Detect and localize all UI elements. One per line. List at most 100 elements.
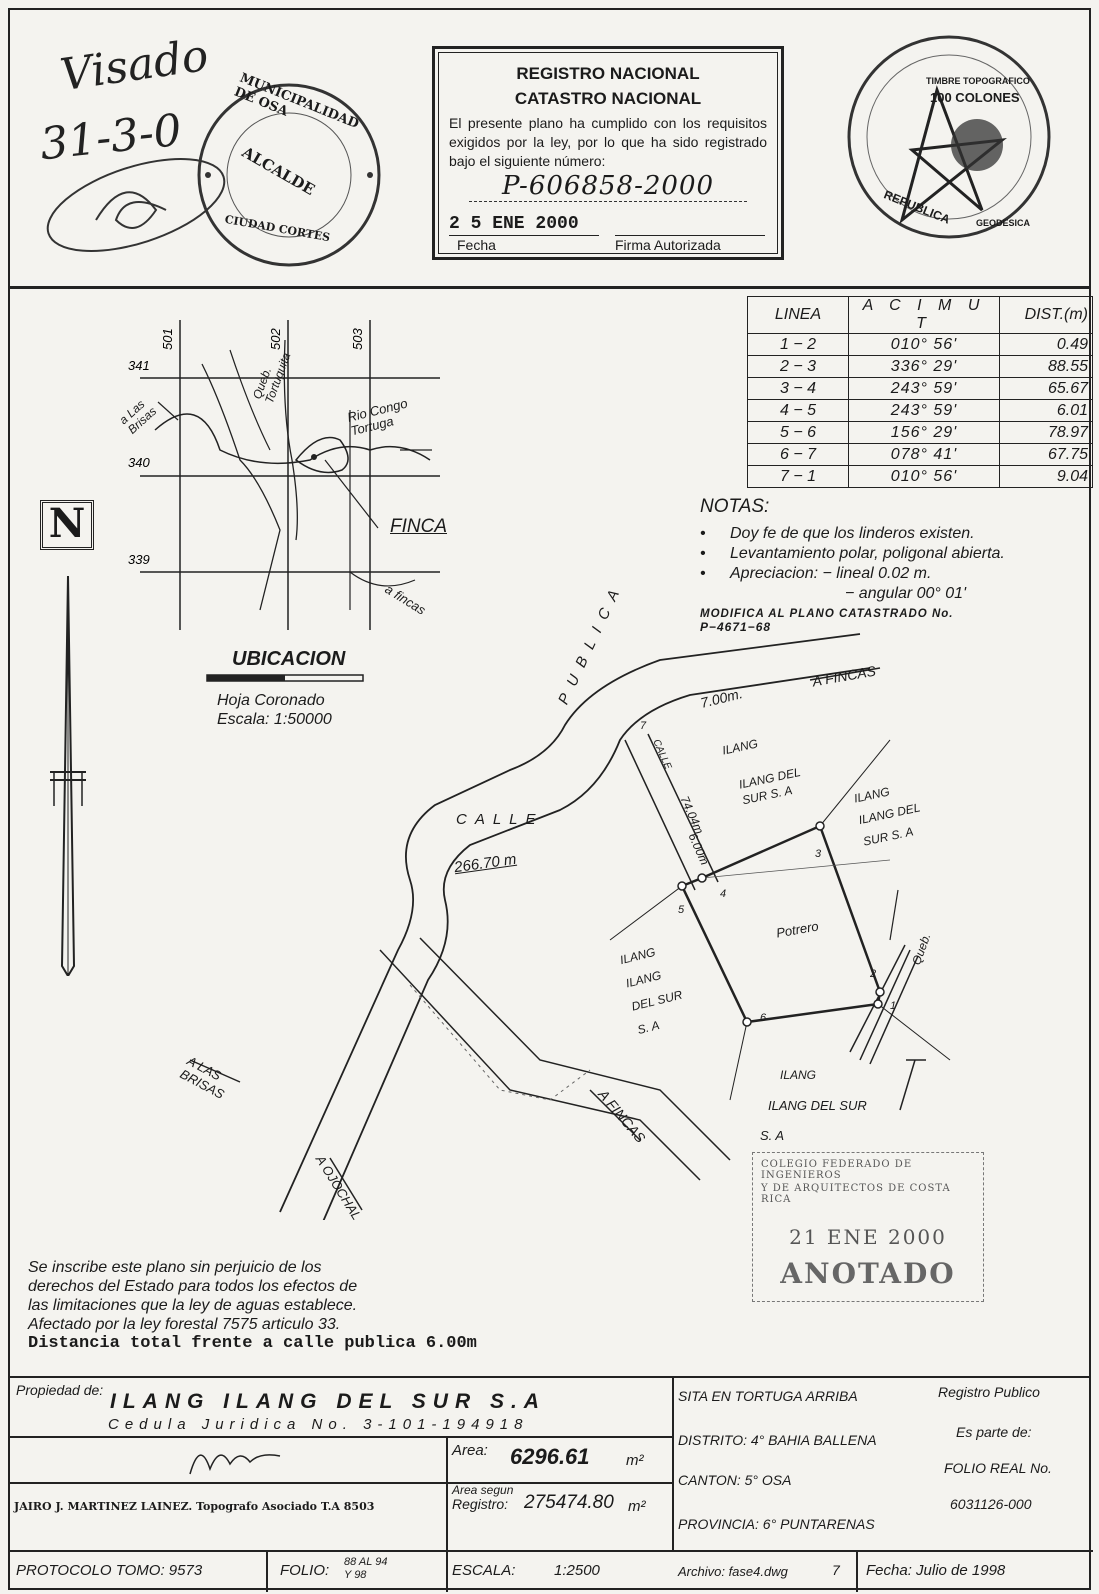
topografo-signature <box>189 1454 281 1475</box>
notes-angular: − angular 00° 01' <box>845 585 967 602</box>
escala-value: 1:2500 <box>554 1562 600 1579</box>
colegio-stamp: COLEGIO FEDERADO DE INGENIEROS Y DE ARQU… <box>752 1152 984 1302</box>
list-item: Apreciacion: − lineal 0.02 m. <box>700 564 1085 584</box>
folio-real-label: FOLIO REAL No. <box>944 1460 1052 1476</box>
ubicacion-title: UBICACION <box>232 648 346 670</box>
notes-modifica: MODIFICA AL PLANO CATASTRADO No. <box>700 608 954 620</box>
vertex-1: 1 <box>890 1000 897 1012</box>
registro-date: 2 5 ENE 2000 <box>449 214 579 234</box>
row-linea: 2 − 3 <box>747 355 849 378</box>
registro-fecha-label: Fecha <box>457 237 496 253</box>
registro-number: P-606858-2000 <box>469 171 747 202</box>
row-acimut: 336° 29' <box>848 355 1000 378</box>
registro-catastro-box: REGISTRO NACIONAL CATASTRO NACIONAL El p… <box>432 46 784 260</box>
notes-title: NOTAS: <box>700 496 770 517</box>
site-plan <box>189 633 951 1220</box>
timbre-line-2: 100 COLONES <box>930 90 1020 105</box>
registro-date-line <box>449 235 599 236</box>
fecha: Fecha: Julio de 1998 <box>866 1562 1006 1579</box>
disclaimer-line: Afectado por la ley forestal 7575 articu… <box>28 1316 341 1333</box>
tb-divider-v4 <box>856 1550 858 1592</box>
header-linea: LINEA <box>747 296 849 334</box>
area-registro-label-2: Registro: <box>452 1496 509 1512</box>
area-value: 6296.61 <box>510 1444 590 1469</box>
row-dist: 88.55 <box>999 355 1093 378</box>
topografo: JAIRO J. MARTINEZ LAINEZ. Topografo Asoc… <box>14 1500 375 1513</box>
row-dist: 6.01 <box>999 399 1093 422</box>
row-linea: 3 − 4 <box>747 377 849 400</box>
north-label: N <box>40 500 94 550</box>
grid-y-341: 341 <box>128 358 150 373</box>
plan-neighbor-bottom-1: ILANG <box>780 1068 817 1082</box>
hoja-name: Hoja Coronado <box>217 692 325 709</box>
colegio-status: ANOTADO <box>780 1257 956 1290</box>
timbre-stamp: TIMBRE TOPOGRAFICO 100 COLONES REPUBLICA… <box>842 30 1056 244</box>
row-linea: 6 − 7 <box>747 443 849 466</box>
vertex-6: 6 <box>760 1012 767 1024</box>
registro-title-1: REGISTRO NACIONAL <box>516 64 700 83</box>
propiedad-label: Propiedad de: <box>16 1382 104 1398</box>
vertex-7: 7 <box>640 720 647 732</box>
registro-title-2: CATASTRO NACIONAL <box>514 89 702 108</box>
folio-value-1: 88 AL 94 <box>344 1556 388 1568</box>
cedula-juridica: Cedula Juridica No. 3-101-194918 <box>108 1416 529 1433</box>
row-dist: 9.04 <box>999 465 1093 488</box>
plan-neighbor-bottom-3: S. A <box>760 1128 785 1143</box>
row-linea: 1 − 2 <box>747 333 849 356</box>
grid-x-502: 502 <box>268 328 283 350</box>
archivo-number: 7 <box>832 1562 840 1578</box>
tb-divider-v1 <box>672 1378 674 1550</box>
row-acimut: 010° 56' <box>848 333 1000 356</box>
scale-bar <box>206 674 364 682</box>
vertex-4: 4 <box>720 888 727 900</box>
list-item: Doy fe de que los linderos existen. <box>700 524 1085 544</box>
registro-firma-label: Firma Autorizada <box>615 237 721 253</box>
area-unit: m² <box>626 1452 644 1469</box>
tb-divider-h2 <box>10 1482 672 1484</box>
notes-modifica-number: P−4671−68 <box>700 620 772 634</box>
tb-divider-h1 <box>10 1436 672 1438</box>
visado-note: Visado <box>57 29 212 102</box>
row-acimut: 243° 59' <box>848 399 1000 422</box>
row-dist: 78.97 <box>999 421 1093 444</box>
row-linea: 7 − 1 <box>747 465 849 488</box>
notes-list: Doy fe de que los linderos existen. Leva… <box>700 524 1085 584</box>
folio-label: FOLIO: <box>280 1562 330 1579</box>
registro-publico: Registro Publico <box>938 1384 1040 1400</box>
map-label-finca: FINCA <box>390 516 447 537</box>
row-dist: 65.67 <box>999 377 1093 400</box>
row-acimut: 010° 56' <box>848 465 1000 488</box>
azimuth-header-row: LINEA A C I M U T DIST.(m) <box>747 296 1093 334</box>
tb-divider-h4 <box>446 1482 672 1484</box>
folio-value-2: Y 98 <box>344 1569 367 1581</box>
hoja-escala: Escala: 1:50000 <box>217 711 332 728</box>
grid-x-503: 503 <box>350 328 365 350</box>
row-linea: 4 − 5 <box>747 399 849 422</box>
disclaimer: Se inscribe este plano sin perjuicio de … <box>28 1258 648 1353</box>
colegio-date: 21 ENE 2000 <box>789 1225 947 1249</box>
row-acimut: 156° 29' <box>848 421 1000 444</box>
archivo: Archivo: fase4.dwg <box>678 1564 788 1579</box>
location-map: 501 502 503 341 340 339 <box>128 320 440 630</box>
row-linea: 5 − 6 <box>747 421 849 444</box>
disclaimer-line: las limitaciones que la ley de aguas est… <box>28 1297 358 1314</box>
frame-top <box>8 8 1091 10</box>
grid-y-340: 340 <box>128 455 150 470</box>
registro-body: El presente plano ha cumplido con los re… <box>449 115 767 169</box>
colegio-line-2: Y DE ARQUITECTOS DE COSTA RICA <box>761 1183 951 1205</box>
disclaimer-line: Se inscribe este plano sin perjuicio de … <box>28 1259 322 1276</box>
row-acimut: 078° 41' <box>848 443 1000 466</box>
list-item: Levantamiento polar, poligonal abierta. <box>700 544 1085 564</box>
area-registro-value: 275474.80 <box>524 1492 614 1513</box>
row-dist: 0.49 <box>999 333 1093 356</box>
disclaimer-line: derechos del Estado para todos los efect… <box>28 1278 358 1295</box>
municipal-seal: MUNICIPALIDAD DE OSA ALCALDE CIUDAD CORT… <box>194 71 384 270</box>
timbre-stamp-graphic <box>847 35 1051 239</box>
